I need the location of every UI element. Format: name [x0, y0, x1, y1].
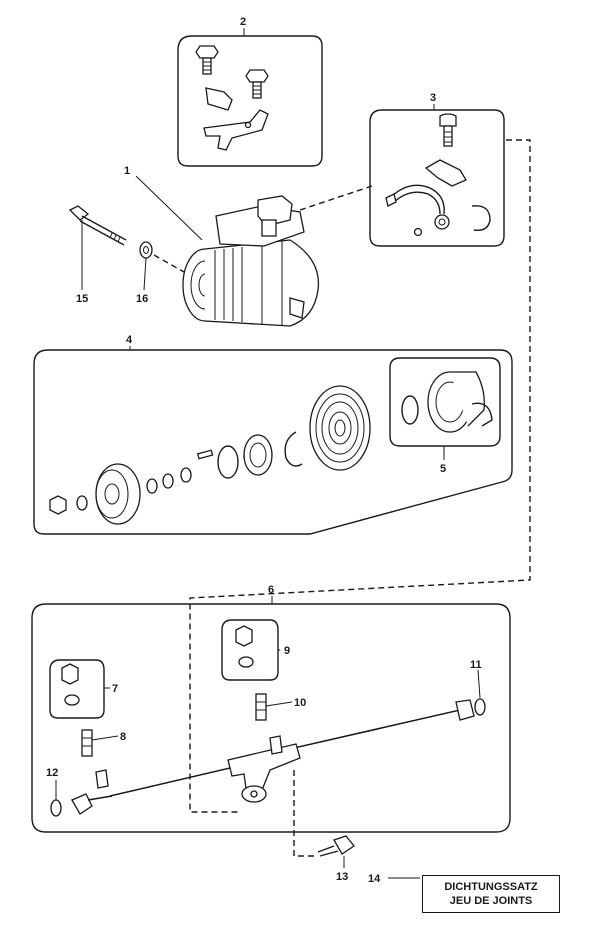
callout-numbers: 2 3 1 15 16 4 5 6 9 7 8 10 11 12 13 14: [46, 16, 482, 885]
callout-2: 2: [240, 16, 246, 28]
long-bolt: [68, 205, 127, 246]
callout-14: 14: [368, 873, 381, 885]
callout-1: 1: [124, 165, 130, 177]
bracket-clip: [205, 87, 233, 111]
ac-compressor: [182, 195, 320, 327]
callout-4: 4: [126, 334, 133, 346]
wire-harness: [391, 184, 445, 215]
group-5-field-coil: [389, 357, 501, 447]
pulley: [309, 385, 371, 471]
screw: [439, 113, 457, 127]
hose-fitting: [81, 729, 93, 757]
legend-line-french: JEU DE JOINTS: [449, 895, 533, 907]
group-2-mounting-kit: [177, 35, 323, 167]
wire-clamp: [424, 159, 467, 187]
callout-15: 15: [76, 293, 88, 305]
hose-fitting: [255, 693, 267, 721]
callout-16: 16: [136, 293, 148, 305]
o-ring: [50, 799, 62, 817]
hose-assembly: [71, 699, 475, 815]
bolt: [245, 69, 269, 99]
nut: [49, 495, 67, 515]
callout-11: 11: [470, 659, 482, 671]
group-6-hose-kit: [31, 603, 511, 857]
callout-10: 10: [294, 697, 306, 709]
callout-12: 12: [46, 767, 58, 779]
pulley-bearing: [243, 434, 273, 476]
callout-7: 7: [112, 683, 118, 695]
bolt: [195, 45, 219, 75]
group-4-clutch-kit: [33, 349, 513, 535]
callout-5: 5: [440, 463, 446, 475]
callout-9: 9: [284, 645, 290, 657]
callout-6: 6: [268, 584, 274, 596]
o-ring: [474, 698, 486, 716]
leader-lines: [55, 28, 481, 879]
washer: [139, 241, 153, 259]
callout-3: 3: [430, 92, 436, 104]
group-9-fitting-set: [221, 619, 279, 681]
callout-8: 8: [120, 731, 126, 743]
group-7-fitting-set: [49, 659, 105, 719]
gasket-kit-label: DICHTUNGSSATZ JEU DE JOINTS: [422, 875, 560, 913]
mounting-bracket: [203, 109, 269, 151]
group-3-wiring-kit: [369, 109, 505, 247]
clutch-plate: [95, 463, 141, 525]
hose-bolt: [317, 835, 355, 857]
snap-ring: [471, 205, 491, 231]
legend-line-german: DICHTUNGSSATZ: [444, 881, 538, 893]
callout-13: 13: [336, 871, 348, 883]
